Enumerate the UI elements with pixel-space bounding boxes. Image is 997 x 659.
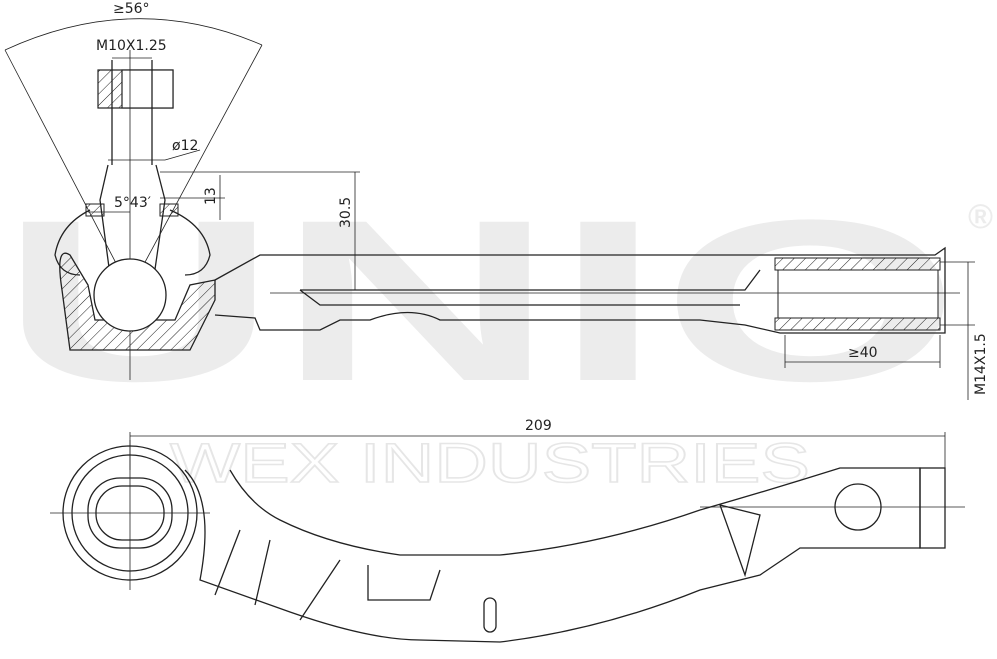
watermark-company: WEX INDUSTRIES <box>170 431 810 494</box>
watermark-registered: ® <box>968 198 993 236</box>
thread-stud-label: M10X1.25 <box>96 38 167 54</box>
height-13-label: 13 <box>203 187 219 205</box>
plan-view <box>50 440 965 643</box>
diameter-label: ø12 <box>172 138 198 154</box>
side-section-view <box>4 18 960 380</box>
dimension-labels: ≥56° M10X1.25 ø12 5°43′ 13 30.5 ≥40 M14X… <box>96 1 989 434</box>
thread-end-label: M14X1.5 <box>973 333 989 395</box>
height-30-5-label: 30.5 <box>338 197 354 228</box>
overall-length-label: 209 <box>525 418 552 434</box>
thread-depth-label: ≥40 <box>848 345 878 361</box>
dimension-lines-top <box>88 57 975 470</box>
taper-angle-label: 5°43′ <box>114 195 151 211</box>
angle-cone-label: ≥56° <box>113 1 150 17</box>
